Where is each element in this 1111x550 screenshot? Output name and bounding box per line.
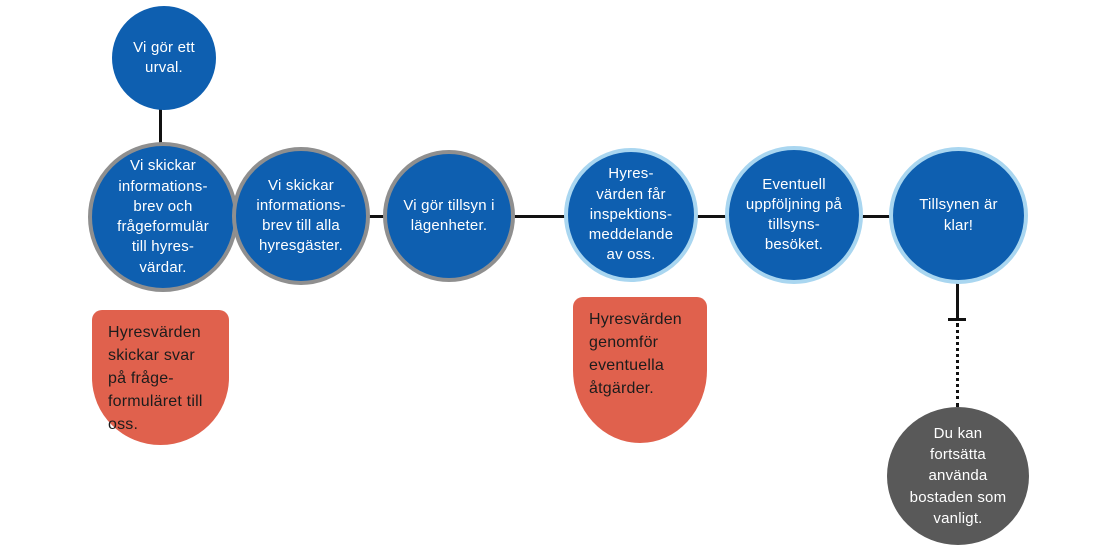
callout-landlord-actions: Hyresvärden genomför eventuella åtgärder…	[573, 297, 707, 443]
step-node-3: Vi gör tillsyn i lägenheter.	[383, 150, 515, 282]
step-node-5-label: Eventuell uppföljning på tillsyns- besök…	[745, 175, 843, 254]
step-node-6: Tillsynen är klar!	[889, 147, 1028, 284]
step-node-4-label: Hyres- värden får inspektions- meddeland…	[588, 165, 674, 264]
step-node-2-label: Vi skickar informations- brev till alla …	[256, 176, 346, 255]
connector-main-row	[163, 215, 958, 218]
callout-landlord-actions-label: Hyresvärden genomför eventuella åtgärder…	[589, 311, 682, 398]
callout-questionnaire-reply: Hyresvärden skickar svar på fråge- formu…	[92, 310, 229, 445]
connector-step6-dotted	[956, 323, 959, 407]
callout-questionnaire-reply-label: Hyresvärden skickar svar på fråge- formu…	[108, 324, 203, 434]
step-node-4: Hyres- värden får inspektions- meddeland…	[564, 148, 698, 282]
connector-end-tick	[948, 318, 966, 321]
end-node-label: Du kan fortsätta använda bostaden som va…	[909, 424, 1007, 527]
connector-start-to-step1	[159, 106, 162, 148]
step-node-1: Vi skickar informations- brev och frågef…	[88, 142, 238, 292]
step-node-6-label: Tillsynen är klar!	[919, 196, 998, 234]
step-node-3-label: Vi gör tillsyn i lägenheter.	[403, 196, 495, 234]
start-node: Vi gör ett urval.	[112, 6, 216, 110]
step-node-5: Eventuell uppföljning på tillsyns- besök…	[725, 146, 863, 284]
start-node-label: Vi gör ett urval.	[133, 38, 195, 76]
end-node: Du kan fortsätta använda bostaden som va…	[887, 407, 1029, 545]
step-node-1-label: Vi skickar informations- brev och frågef…	[117, 157, 209, 276]
step-node-2: Vi skickar informations- brev till alla …	[232, 147, 370, 285]
connector-step6-solid	[956, 278, 959, 319]
